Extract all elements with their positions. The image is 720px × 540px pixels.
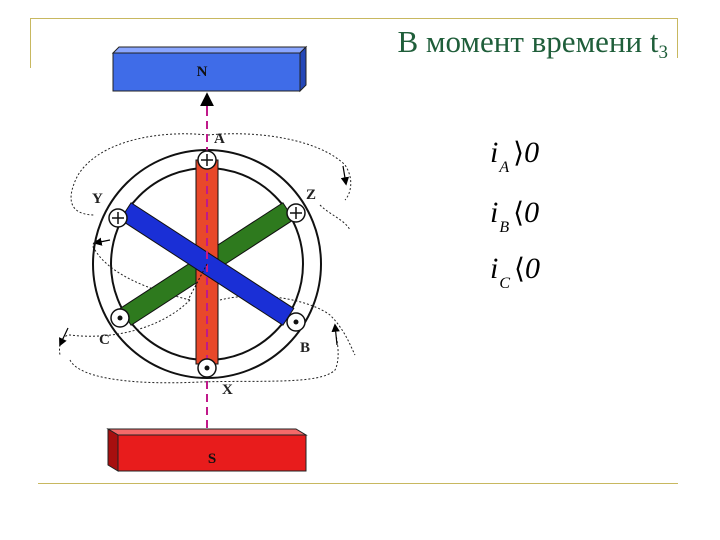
terminal-crosses — [112, 154, 302, 224]
label-y: Y — [92, 191, 103, 207]
label-z: Z — [306, 187, 316, 203]
slide-title: В момент времени t3 — [397, 24, 668, 64]
south-label: S — [208, 451, 216, 467]
south-magnet — [106, 428, 308, 472]
frame-right-line — [677, 18, 678, 58]
frame-top-line — [30, 18, 678, 19]
label-b: B — [300, 340, 310, 356]
current-a-condition: iA⟩0 — [490, 136, 540, 176]
north-label: N — [197, 64, 208, 80]
terminal-labels: A X Y Z C B — [92, 131, 316, 398]
current-c-condition: iC⟨0 — [490, 252, 540, 292]
title-text: В момент времени t — [397, 24, 659, 59]
title-subscript: 3 — [658, 42, 669, 63]
rotor-vector — [187, 263, 208, 301]
label-c: C — [99, 332, 110, 348]
frame-left-line — [30, 18, 31, 68]
north-magnet — [111, 45, 308, 93]
label-a: A — [214, 131, 225, 147]
label-x: X — [222, 382, 233, 398]
field-arrows — [59, 165, 350, 347]
frame-bottom-line — [38, 483, 678, 484]
current-b-condition: iB⟨0 — [490, 196, 540, 236]
terminal-dots — [117, 315, 299, 371]
